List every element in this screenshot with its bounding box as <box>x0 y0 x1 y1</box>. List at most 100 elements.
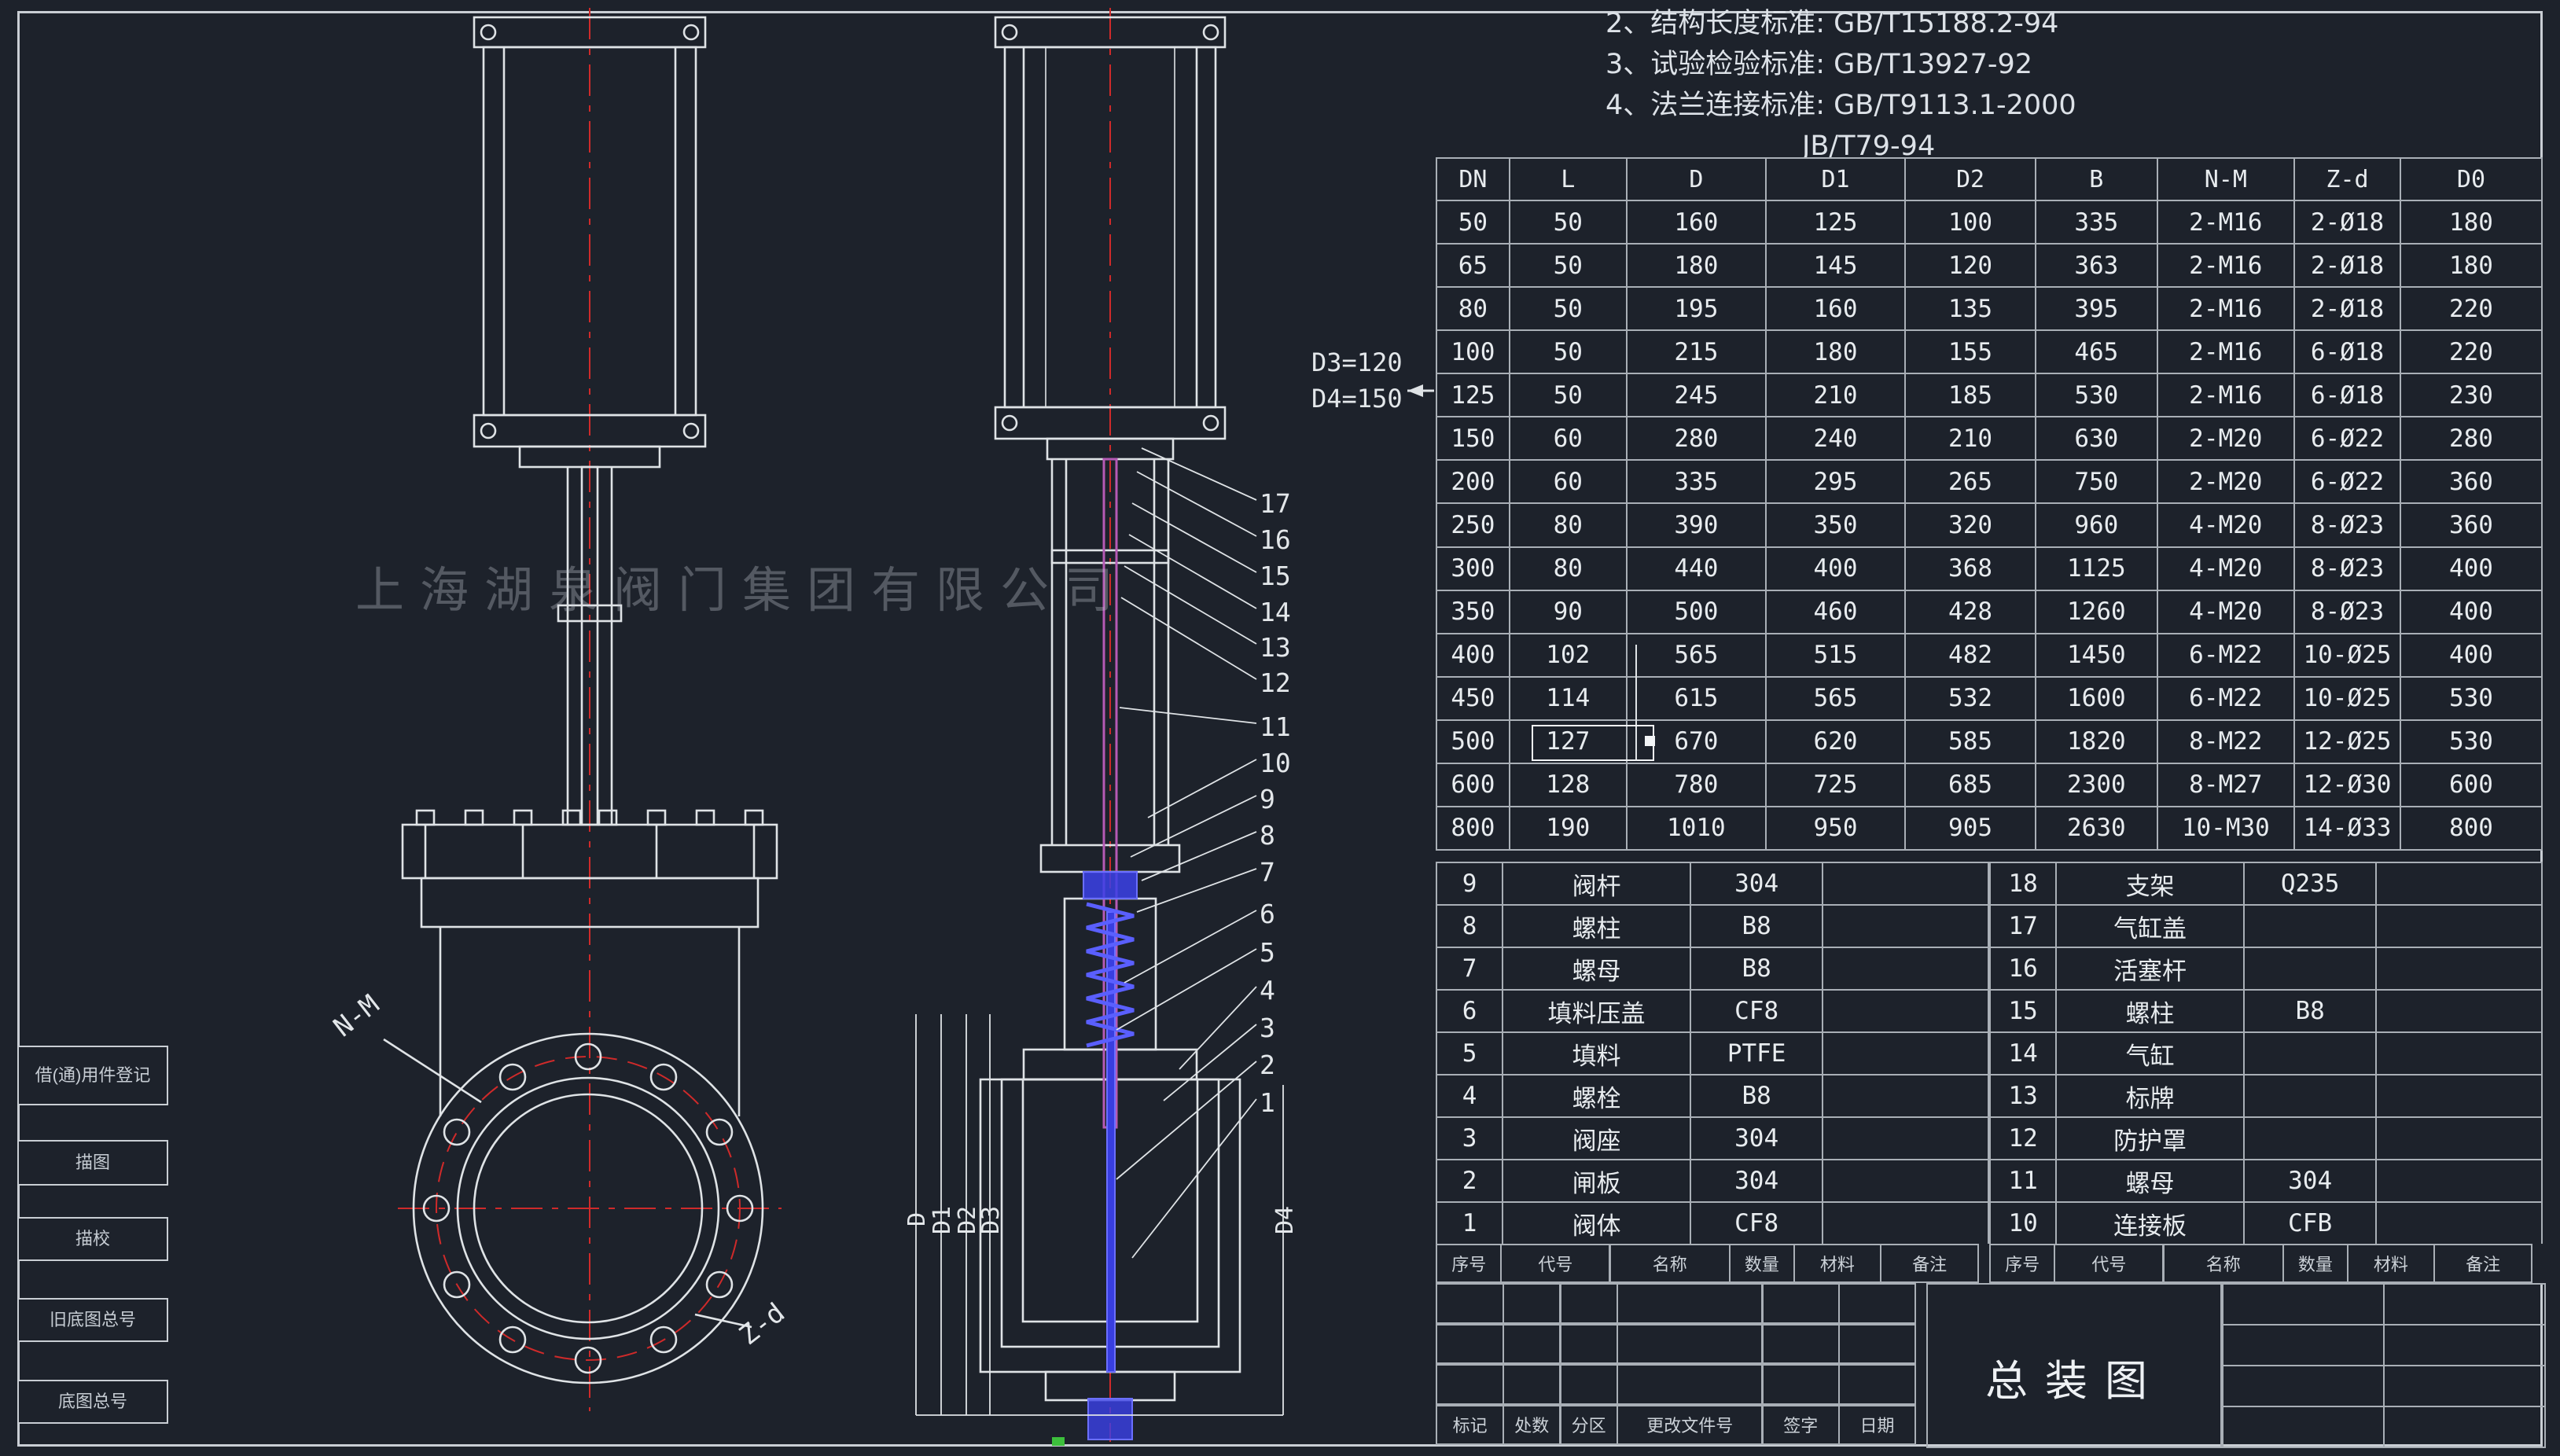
dim-table-cell: 210 <box>1904 416 2036 461</box>
dim-table-cell: 220 <box>2399 286 2543 332</box>
dim-table-cell: 390 <box>1625 502 1767 548</box>
green-marker <box>1052 1437 1065 1446</box>
dim-table-cell: 8-M22 <box>2156 719 2296 764</box>
revision-row <box>1436 1283 1926 1324</box>
dim-table-cell: 465 <box>2035 329 2158 375</box>
bom-right-cell: 支架 <box>2055 862 2245 906</box>
bom-left-cell <box>1822 989 1989 1033</box>
bom-left-cell: 5 <box>1435 1031 1504 1075</box>
title-block-center: 总装图 <box>1926 1283 2223 1448</box>
callout-16: 16 <box>1260 524 1291 555</box>
dim-table-cell: 230 <box>2399 373 2543 418</box>
callout-12: 12 <box>1260 667 1291 698</box>
dim-table-cell: 615 <box>1625 675 1767 721</box>
bom-right-cell: 螺母 <box>2055 1159 2245 1203</box>
dim-table-cell: 440 <box>1625 546 1767 591</box>
callout-1: 1 <box>1260 1087 1275 1118</box>
bom-left-cell: B8 <box>1689 947 1824 991</box>
bom-right-cell: 防护罩 <box>2055 1116 2245 1160</box>
bom-right-cell <box>2242 1074 2378 1118</box>
bom-left-cell <box>1822 1031 1989 1075</box>
callout-4: 4 <box>1260 975 1275 1006</box>
bom-right-cell: 气缸盖 <box>2055 904 2245 948</box>
dim-table-cell: 482 <box>1904 632 2036 678</box>
dim-table-cell: 4-M20 <box>2156 546 2296 591</box>
bom-left-cell: 2 <box>1435 1159 1504 1203</box>
revision-empty-cell <box>1502 1364 1561 1405</box>
bom-right-cell: 标牌 <box>2055 1074 2245 1118</box>
bom-right-cell <box>2242 1116 2378 1160</box>
bom-right-cell: 气缸 <box>2055 1031 2245 1075</box>
bom-left-cell: B8 <box>1689 1074 1824 1118</box>
revision-empty-cell <box>1436 1323 1505 1364</box>
dim-table-cell: 320 <box>1904 502 2036 548</box>
revision-row <box>1436 1364 1926 1405</box>
bom-left-cell: 阀座 <box>1502 1116 1691 1160</box>
dim-table-cell: 400 <box>2399 632 2543 678</box>
revision-empty-cell <box>1559 1364 1619 1405</box>
revision-empty-cell <box>1436 1283 1505 1324</box>
dim-table-cell: 50 <box>1508 329 1628 375</box>
bom-left-cell <box>1822 947 1989 991</box>
callout-6: 6 <box>1260 899 1275 929</box>
bom-footer-label: 序号 <box>1436 1244 1503 1283</box>
dim-table-header: Z-d <box>2293 157 2401 201</box>
dim-table-cell: 2-M16 <box>2156 329 2296 375</box>
dim-label-d1: D1 <box>929 1206 956 1234</box>
dim-table-cell: 2300 <box>2035 762 2158 807</box>
dim-table-cell: 950 <box>1764 805 1907 851</box>
dim-table-cell: 300 <box>1436 546 1510 591</box>
bom-left-cell: 304 <box>1689 862 1824 906</box>
bom-right-cell: 螺柱 <box>2055 989 2245 1033</box>
note-line: JB/T79-94 <box>1802 131 1936 162</box>
bom-left-cell: B8 <box>1689 904 1824 948</box>
bom-left-cell: 9 <box>1435 862 1504 906</box>
dim-table-cell: 800 <box>1436 805 1510 851</box>
dim-table-cell: 200 <box>1436 459 1510 505</box>
bom-left-cell: 6 <box>1435 989 1504 1033</box>
dim-table-cell: 565 <box>1625 632 1767 678</box>
dim-table-cell: 460 <box>1764 589 1907 634</box>
bom-footer-label: 代号 <box>1499 1244 1611 1283</box>
dim-table-cell: 2-M20 <box>2156 416 2296 461</box>
dimension-lines <box>915 1014 1284 1416</box>
dim-table-cell: 780 <box>1625 762 1767 807</box>
front-view <box>383 16 778 1384</box>
dim-table-cell: 160 <box>1764 286 1907 332</box>
note-line: 2、结构长度标准: GB/T15188.2-94 <box>1606 8 2059 39</box>
bom-footer-label: 代号 <box>2053 1244 2165 1283</box>
dim-table-cell: 8-Ø23 <box>2293 546 2401 591</box>
dim-table-cell: 12-Ø25 <box>2293 719 2401 764</box>
callout-13: 13 <box>1260 632 1291 663</box>
dim-table-cell: 400 <box>1436 632 1510 678</box>
bom-left-cell: 304 <box>1689 1116 1824 1160</box>
dim-table-cell: 155 <box>1904 329 2036 375</box>
dim-table-cell: 1820 <box>2035 719 2158 764</box>
dim-table-cell: 100 <box>1904 199 2036 245</box>
dim-table-cell: 530 <box>2399 675 2543 721</box>
dim-table-cell: 368 <box>1904 546 2036 591</box>
revision-empty-cell <box>1761 1323 1841 1364</box>
dim-table-cell: 215 <box>1625 329 1767 375</box>
dim-table-cell: 585 <box>1904 719 2036 764</box>
bom-left-cell: 8 <box>1435 904 1504 948</box>
dim-table-cell: 280 <box>2399 416 2543 461</box>
dim-table-cell: 2-Ø18 <box>2293 286 2401 332</box>
dim-table-cell: 102 <box>1508 632 1628 678</box>
cad-selection-box[interactable] <box>1532 725 1654 761</box>
cad-grip-handle[interactable] <box>1645 736 1655 746</box>
dim-table-cell: 295 <box>1764 459 1907 505</box>
valve-assembly-drawing: N-M Z-d <box>328 8 1434 1442</box>
dim-table-cell: 630 <box>2035 416 2158 461</box>
frame-label-box: 描校 <box>17 1217 168 1261</box>
